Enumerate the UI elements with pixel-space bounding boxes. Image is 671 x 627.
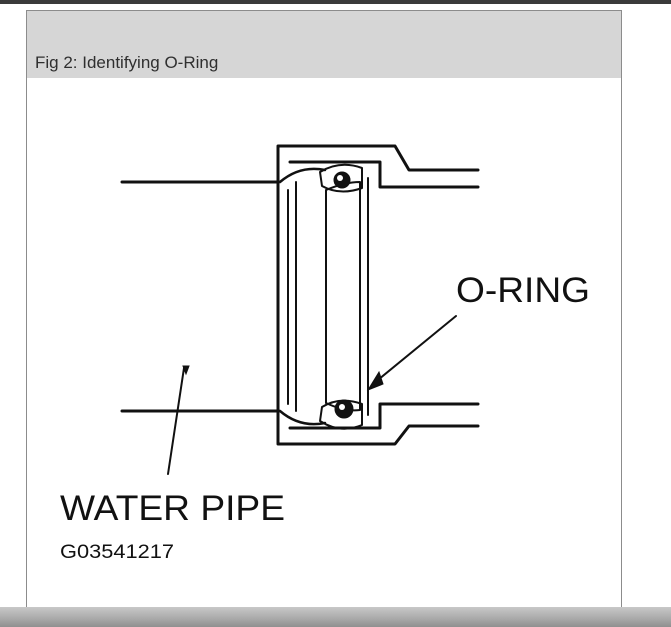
o-ring-bottom-highlight — [339, 404, 345, 410]
figure-frame: Fig 2: Identifying O-Ring — [26, 10, 622, 621]
inner-sleeve — [325, 177, 369, 416]
figure-caption: Fig 2: Identifying O-Ring — [35, 53, 219, 72]
o-ring-seat-top — [319, 163, 363, 193]
water-pipe-label: WATER PIPE — [60, 489, 285, 528]
pipe-bead-top — [278, 167, 327, 184]
pipe-flange — [287, 181, 297, 412]
water-pipe-leader-line — [167, 367, 185, 475]
caption-bar: Fig 2: Identifying O-Ring — [27, 11, 621, 78]
o-ring-leader-line — [372, 315, 457, 385]
fitting-inner-top — [288, 160, 480, 189]
o-ring-arrowhead — [366, 370, 384, 392]
fitting-outer-contour — [276, 144, 480, 446]
water-pipe-arrowhead — [182, 365, 190, 376]
o-ring-label: O-RING — [456, 271, 590, 310]
window-top-border — [0, 0, 671, 4]
window-bottom-bar — [0, 607, 671, 627]
o-ring-top-highlight — [337, 175, 343, 181]
pipe-bead-bottom — [278, 409, 327, 426]
part-code-label: G03541217 — [60, 542, 174, 563]
o-ring-seat-bottom — [319, 399, 363, 430]
